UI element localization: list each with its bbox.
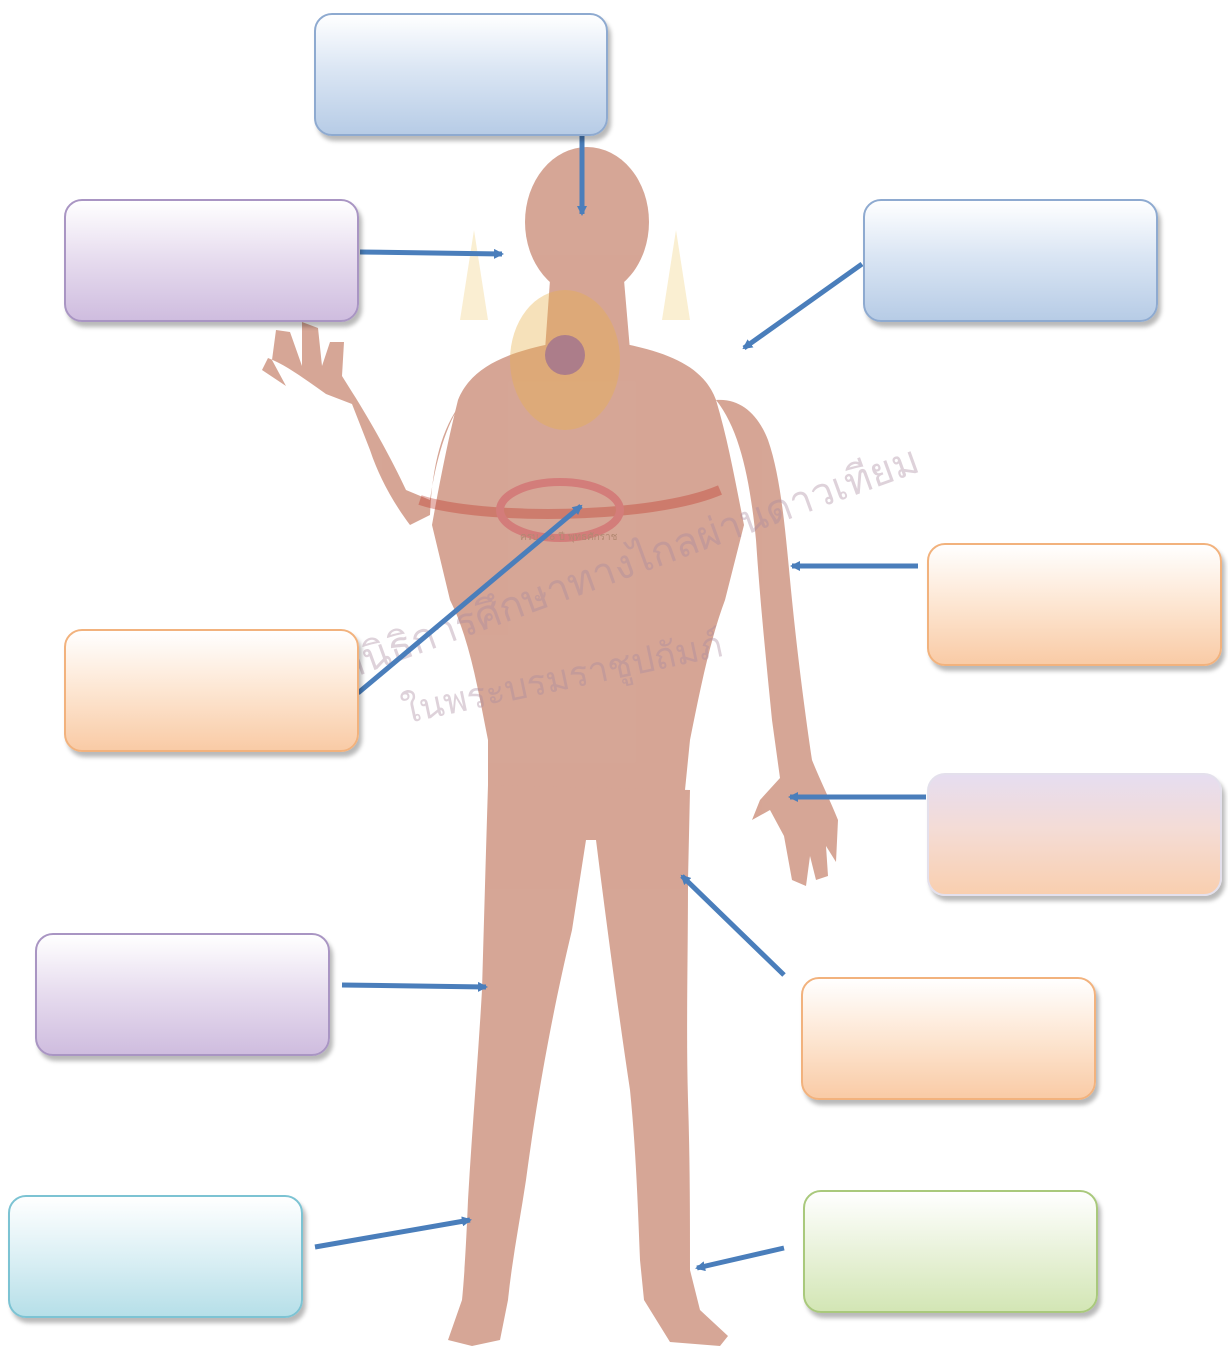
label-box-thigh[interactable] xyxy=(35,933,330,1056)
arrow-r4 xyxy=(682,876,784,975)
arrow-r5 xyxy=(697,1248,784,1268)
label-box-knee[interactable] xyxy=(8,1195,303,1318)
label-box-arm[interactable] xyxy=(927,543,1222,666)
left-arm xyxy=(262,322,462,525)
legs xyxy=(448,785,728,1346)
label-box-upper-leg[interactable] xyxy=(801,977,1096,1100)
arrow-l3 xyxy=(342,985,486,987)
label-box-shoulder[interactable] xyxy=(863,199,1158,322)
arrow-l4 xyxy=(315,1220,470,1247)
label-box-face[interactable] xyxy=(64,199,359,322)
arrow-r1 xyxy=(744,264,862,348)
label-box-ankle[interactable] xyxy=(803,1190,1098,1313)
label-box-head-top[interactable] xyxy=(314,13,608,136)
watermark-ribbon-text: ครบ ๕๐ ปี พุทธศักราช xyxy=(520,531,618,543)
arrow-l1 xyxy=(360,252,502,254)
head xyxy=(525,147,649,297)
label-box-hand[interactable] xyxy=(927,773,1222,896)
label-box-chest[interactable] xyxy=(64,629,359,752)
